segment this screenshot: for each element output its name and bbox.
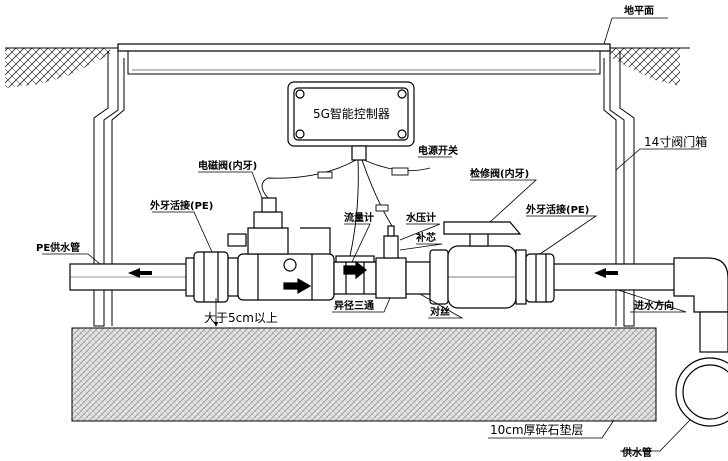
label-controller: 5G智能控制器 [313,106,390,121]
valve-box-lid [117,43,611,75]
left-outer-union [185,251,239,303]
reducing-tee [375,225,407,299]
label-maintenance-valve: 检修阀(内牙) [470,167,529,180]
right-outer-union [525,253,555,303]
maintenance-valve [429,221,527,309]
flow-arrows [128,268,618,278]
flow-meter [333,255,377,295]
label-pe-supply-pipe: PE供水管 [36,241,80,254]
valve-box-walls [93,51,635,327]
label-ground-surface: 地平面 [624,4,654,17]
label-nipple: 对丝 [430,305,450,318]
supply-elbow [673,257,728,427]
label-solenoid-valve: 电磁阀(内牙) [198,159,257,172]
ground-soil [5,47,690,88]
nipple [405,261,431,295]
gravel-bed [71,327,657,422]
label-outer-union-right: 外牙活接(PE) [525,203,589,216]
label-supply-pipe: 供水管 [621,446,652,459]
label-outer-union-left: 外牙活接(PE) [149,199,213,212]
label-gravel-layer: 10cm厚碎石垫层 [490,422,584,437]
label-inlet-direction: 进水方向 [634,299,674,312]
wiring [261,159,431,257]
label-flow-meter: 流量计 [344,211,374,224]
label-valve-box: 14寸阀门箱 [644,134,707,149]
controller-box [287,81,415,161]
label-power-switch: 电源开关 [418,144,458,157]
solenoid-valve [227,197,335,301]
label-pressure-gauge: 水压计 [405,211,436,224]
label-clearance: 大于5cm以上 [204,311,278,325]
leader-lines [42,17,700,452]
label-valve-core: 补芯 [415,231,436,244]
label-reducing-tee: 异径三通 [334,299,374,312]
